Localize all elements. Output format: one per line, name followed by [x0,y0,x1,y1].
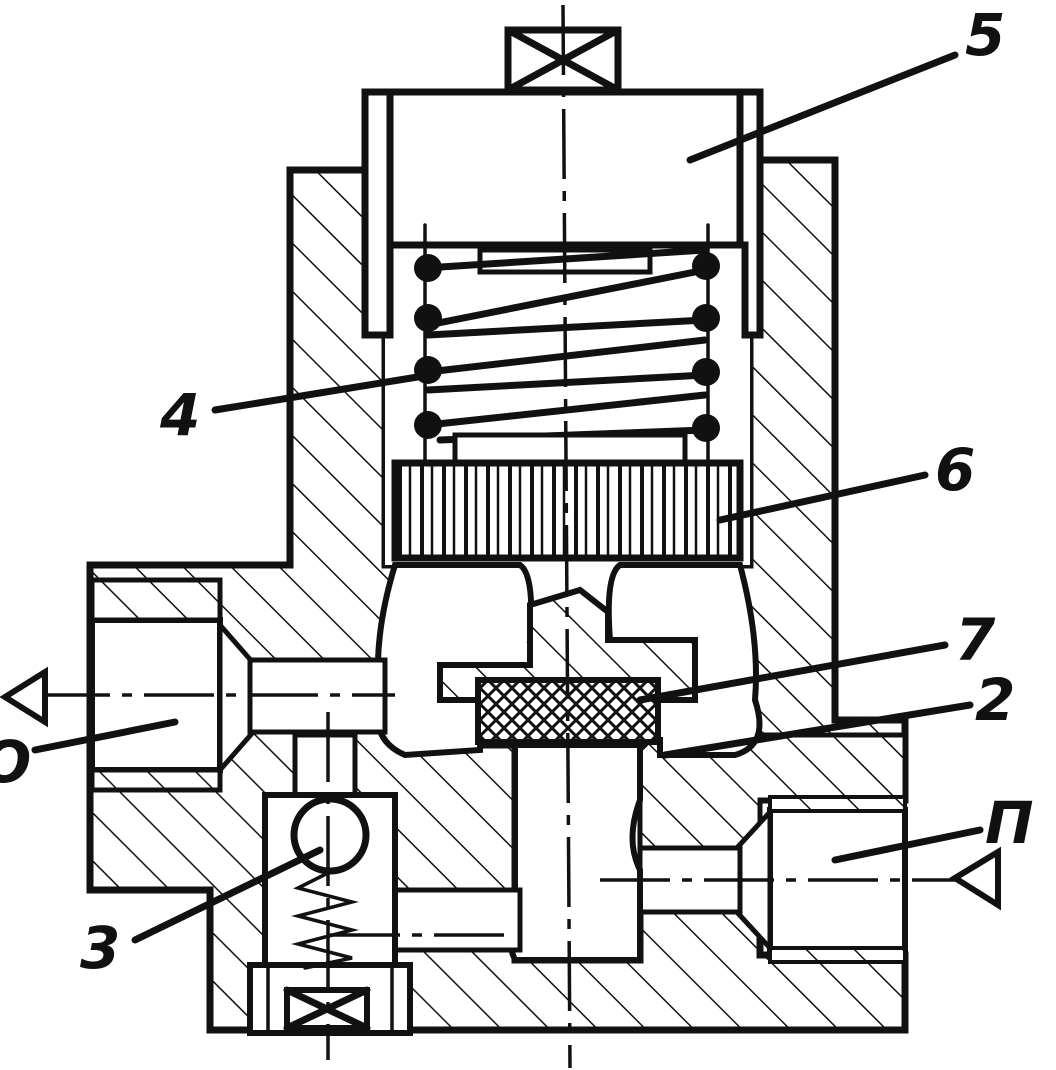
check-valve-bore [292,732,358,798]
leader-p [831,826,984,864]
vertical-centerline [561,4,572,1069]
inlet-thread-top [768,795,907,813]
label-6: 6 [935,436,975,504]
label-7: 7 [955,606,996,674]
leader-6 [716,471,929,524]
leader-3 [131,846,324,944]
label-o: O [0,728,31,796]
central-bore [504,742,643,963]
outlet-arrow [0,666,48,728]
spring-seat-bottom [452,432,688,466]
leader-2 [661,701,974,759]
label-4: 4 [159,381,200,449]
valve-body-right [736,156,909,804]
label-3: 3 [80,914,120,982]
leader-o [31,718,179,754]
leader-4 [211,371,434,414]
outlet-thread-top [89,577,223,623]
label-p: П [985,789,1034,857]
adjusting-cap [361,88,764,339]
check-spring [291,870,359,970]
label-2: 2 [975,666,1015,734]
leader-7 [636,641,949,704]
outlet-thread-bottom [89,767,223,793]
leader-5 [686,51,959,164]
inlet-arrow [949,846,1001,911]
label-5: 5 [965,1,1005,69]
bypass-channel [392,887,523,953]
inlet-thread-bottom [768,946,907,964]
